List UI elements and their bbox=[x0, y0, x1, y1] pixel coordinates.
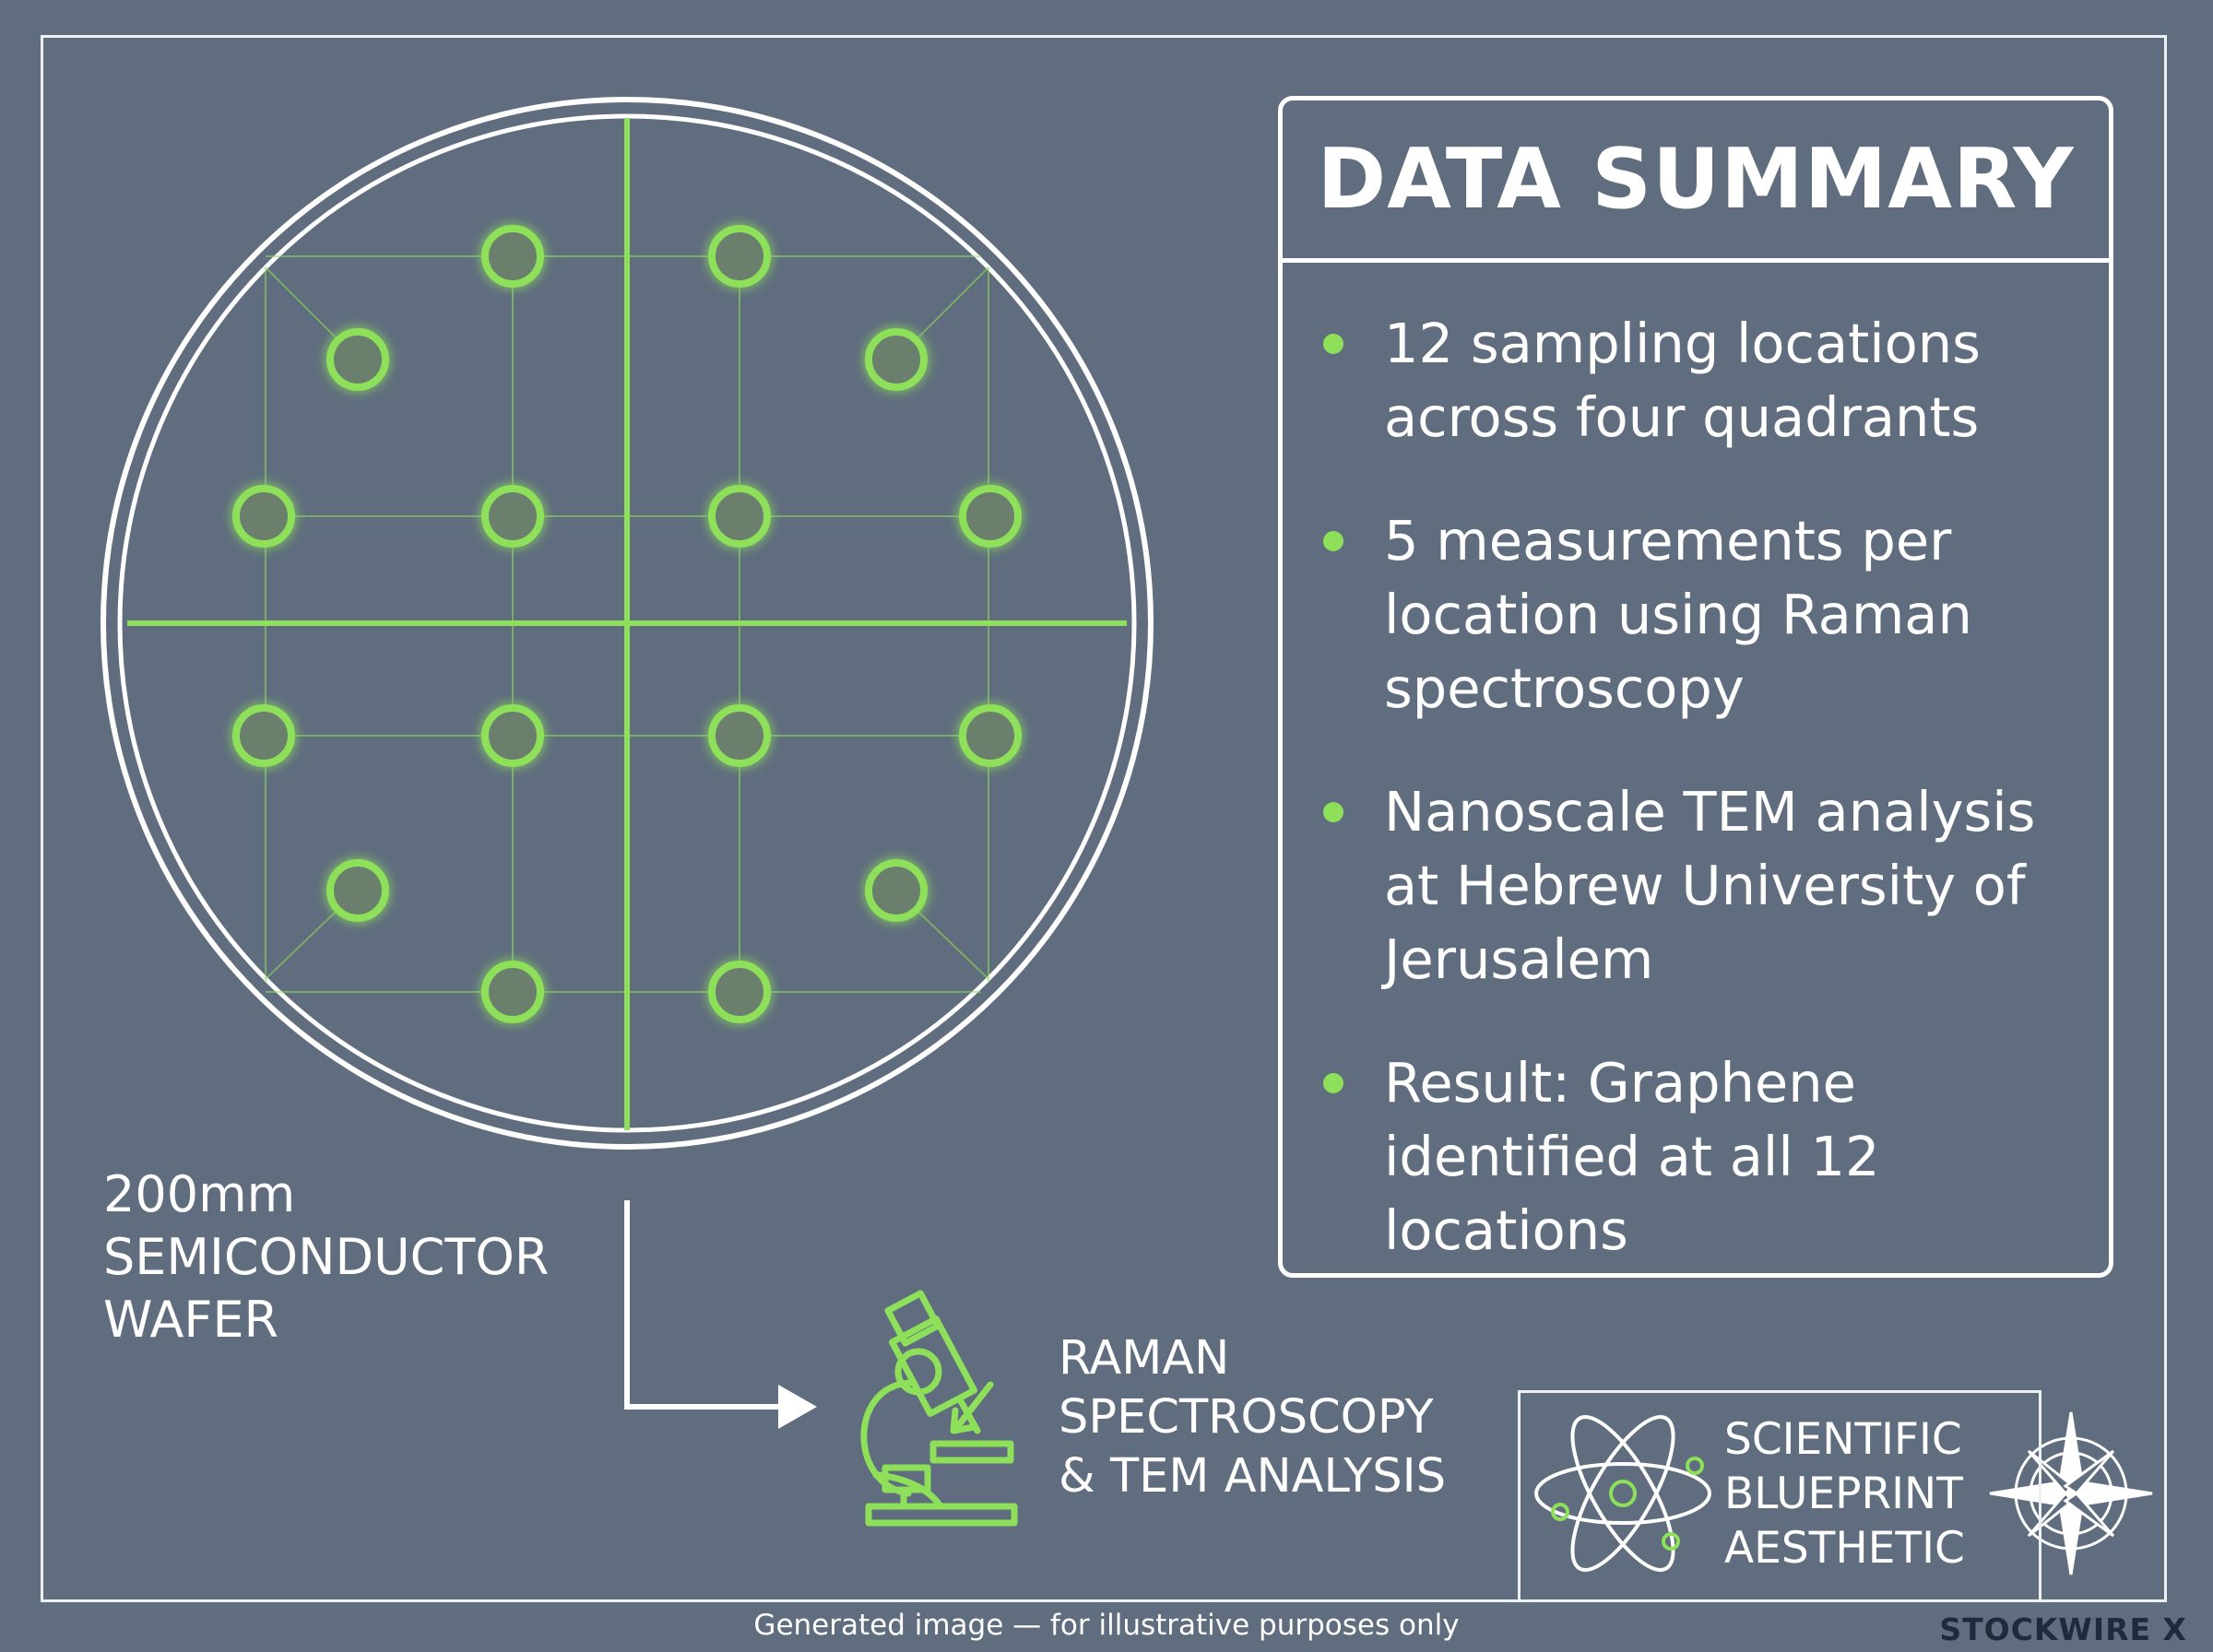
outer-frame bbox=[41, 35, 2167, 1602]
atom-icon bbox=[1534, 1415, 1711, 1572]
sampling-point bbox=[326, 859, 389, 922]
quadrant-axes bbox=[127, 118, 1127, 1130]
summary-title: DATA SUMMARY bbox=[1283, 100, 2109, 263]
data-summary-panel: DATA SUMMARY 12 sampling locations acros… bbox=[1278, 96, 2113, 1278]
sampling-point bbox=[959, 704, 1022, 767]
sampling-point bbox=[481, 961, 544, 1023]
summary-item-text: 12 sampling locations across four quadra… bbox=[1384, 312, 1981, 449]
legend-label-line: AESTHETIC bbox=[1724, 1523, 1965, 1574]
brand-logo: STOCKWIRE X bbox=[1939, 1611, 2187, 1647]
sampling-point bbox=[708, 704, 771, 767]
footer-disclaimer: Generated image — for illustrative purpo… bbox=[753, 1609, 1460, 1642]
legend-label-line: SCIENTIFIC bbox=[1724, 1414, 1962, 1465]
wafer-label-line: WAFER bbox=[103, 1291, 279, 1349]
sampling-point bbox=[481, 225, 544, 288]
sampling-point bbox=[708, 961, 771, 1023]
sampling-point bbox=[232, 704, 295, 767]
flow-arrow bbox=[624, 1200, 817, 1429]
summary-item-text: Result: Graphene identified at all 12 lo… bbox=[1384, 1051, 1880, 1262]
sampling-point bbox=[232, 485, 295, 548]
wafer-label-line: 200mm bbox=[103, 1165, 296, 1223]
analysis-label: RAMAN SPECTROSCOPY & TEM ANALYSIS bbox=[1059, 1329, 1538, 1506]
summary-item: Nanoscale TEM analysis at Hebrew Univers… bbox=[1323, 775, 2072, 997]
summary-item: 5 measurements per location using Raman … bbox=[1323, 504, 2072, 726]
summary-item-text: Nanoscale TEM analysis at Hebrew Univers… bbox=[1384, 780, 2036, 991]
sampling-point bbox=[708, 225, 771, 288]
sampling-point bbox=[865, 328, 928, 391]
legend-label: SCIENTIFIC BLUEPRINT AESTHETIC bbox=[1724, 1412, 2019, 1575]
sampling-points bbox=[232, 225, 1022, 1023]
summary-item: Result: Graphene identified at all 12 lo… bbox=[1323, 1046, 2072, 1268]
sampling-point bbox=[865, 859, 928, 922]
sampling-point bbox=[481, 704, 544, 767]
summary-item-text: 5 measurements per location using Raman … bbox=[1384, 509, 1972, 720]
sampling-point bbox=[959, 485, 1022, 548]
bullet-dot-icon bbox=[1323, 531, 1343, 551]
compass-rose-icon bbox=[1989, 1411, 2153, 1575]
legend-label-line: BLUEPRINT bbox=[1724, 1469, 1963, 1519]
analysis-label-line: RAMAN bbox=[1059, 1331, 1230, 1386]
sampling-point bbox=[708, 485, 771, 548]
sampling-point bbox=[326, 328, 389, 391]
analysis-label-line: & TEM ANALYSIS bbox=[1059, 1449, 1447, 1504]
bullet-dot-icon bbox=[1323, 1073, 1343, 1093]
analysis-label-line: SPECTROSCOPY bbox=[1059, 1390, 1434, 1445]
wafer-label: 200mm SEMICONDUCTOR WAFER bbox=[103, 1163, 583, 1351]
summary-item: 12 sampling locations across four quadra… bbox=[1323, 307, 2072, 454]
wafer-label-line: SEMICONDUCTOR bbox=[103, 1228, 550, 1286]
microscope-icon bbox=[860, 1290, 1018, 1527]
legend-box bbox=[1518, 1390, 2041, 1602]
bullet-dot-icon bbox=[1323, 802, 1343, 822]
bullet-dot-icon bbox=[1323, 334, 1343, 354]
summary-list: 12 sampling locations across four quadra… bbox=[1283, 263, 2109, 1268]
sampling-point bbox=[481, 485, 544, 548]
